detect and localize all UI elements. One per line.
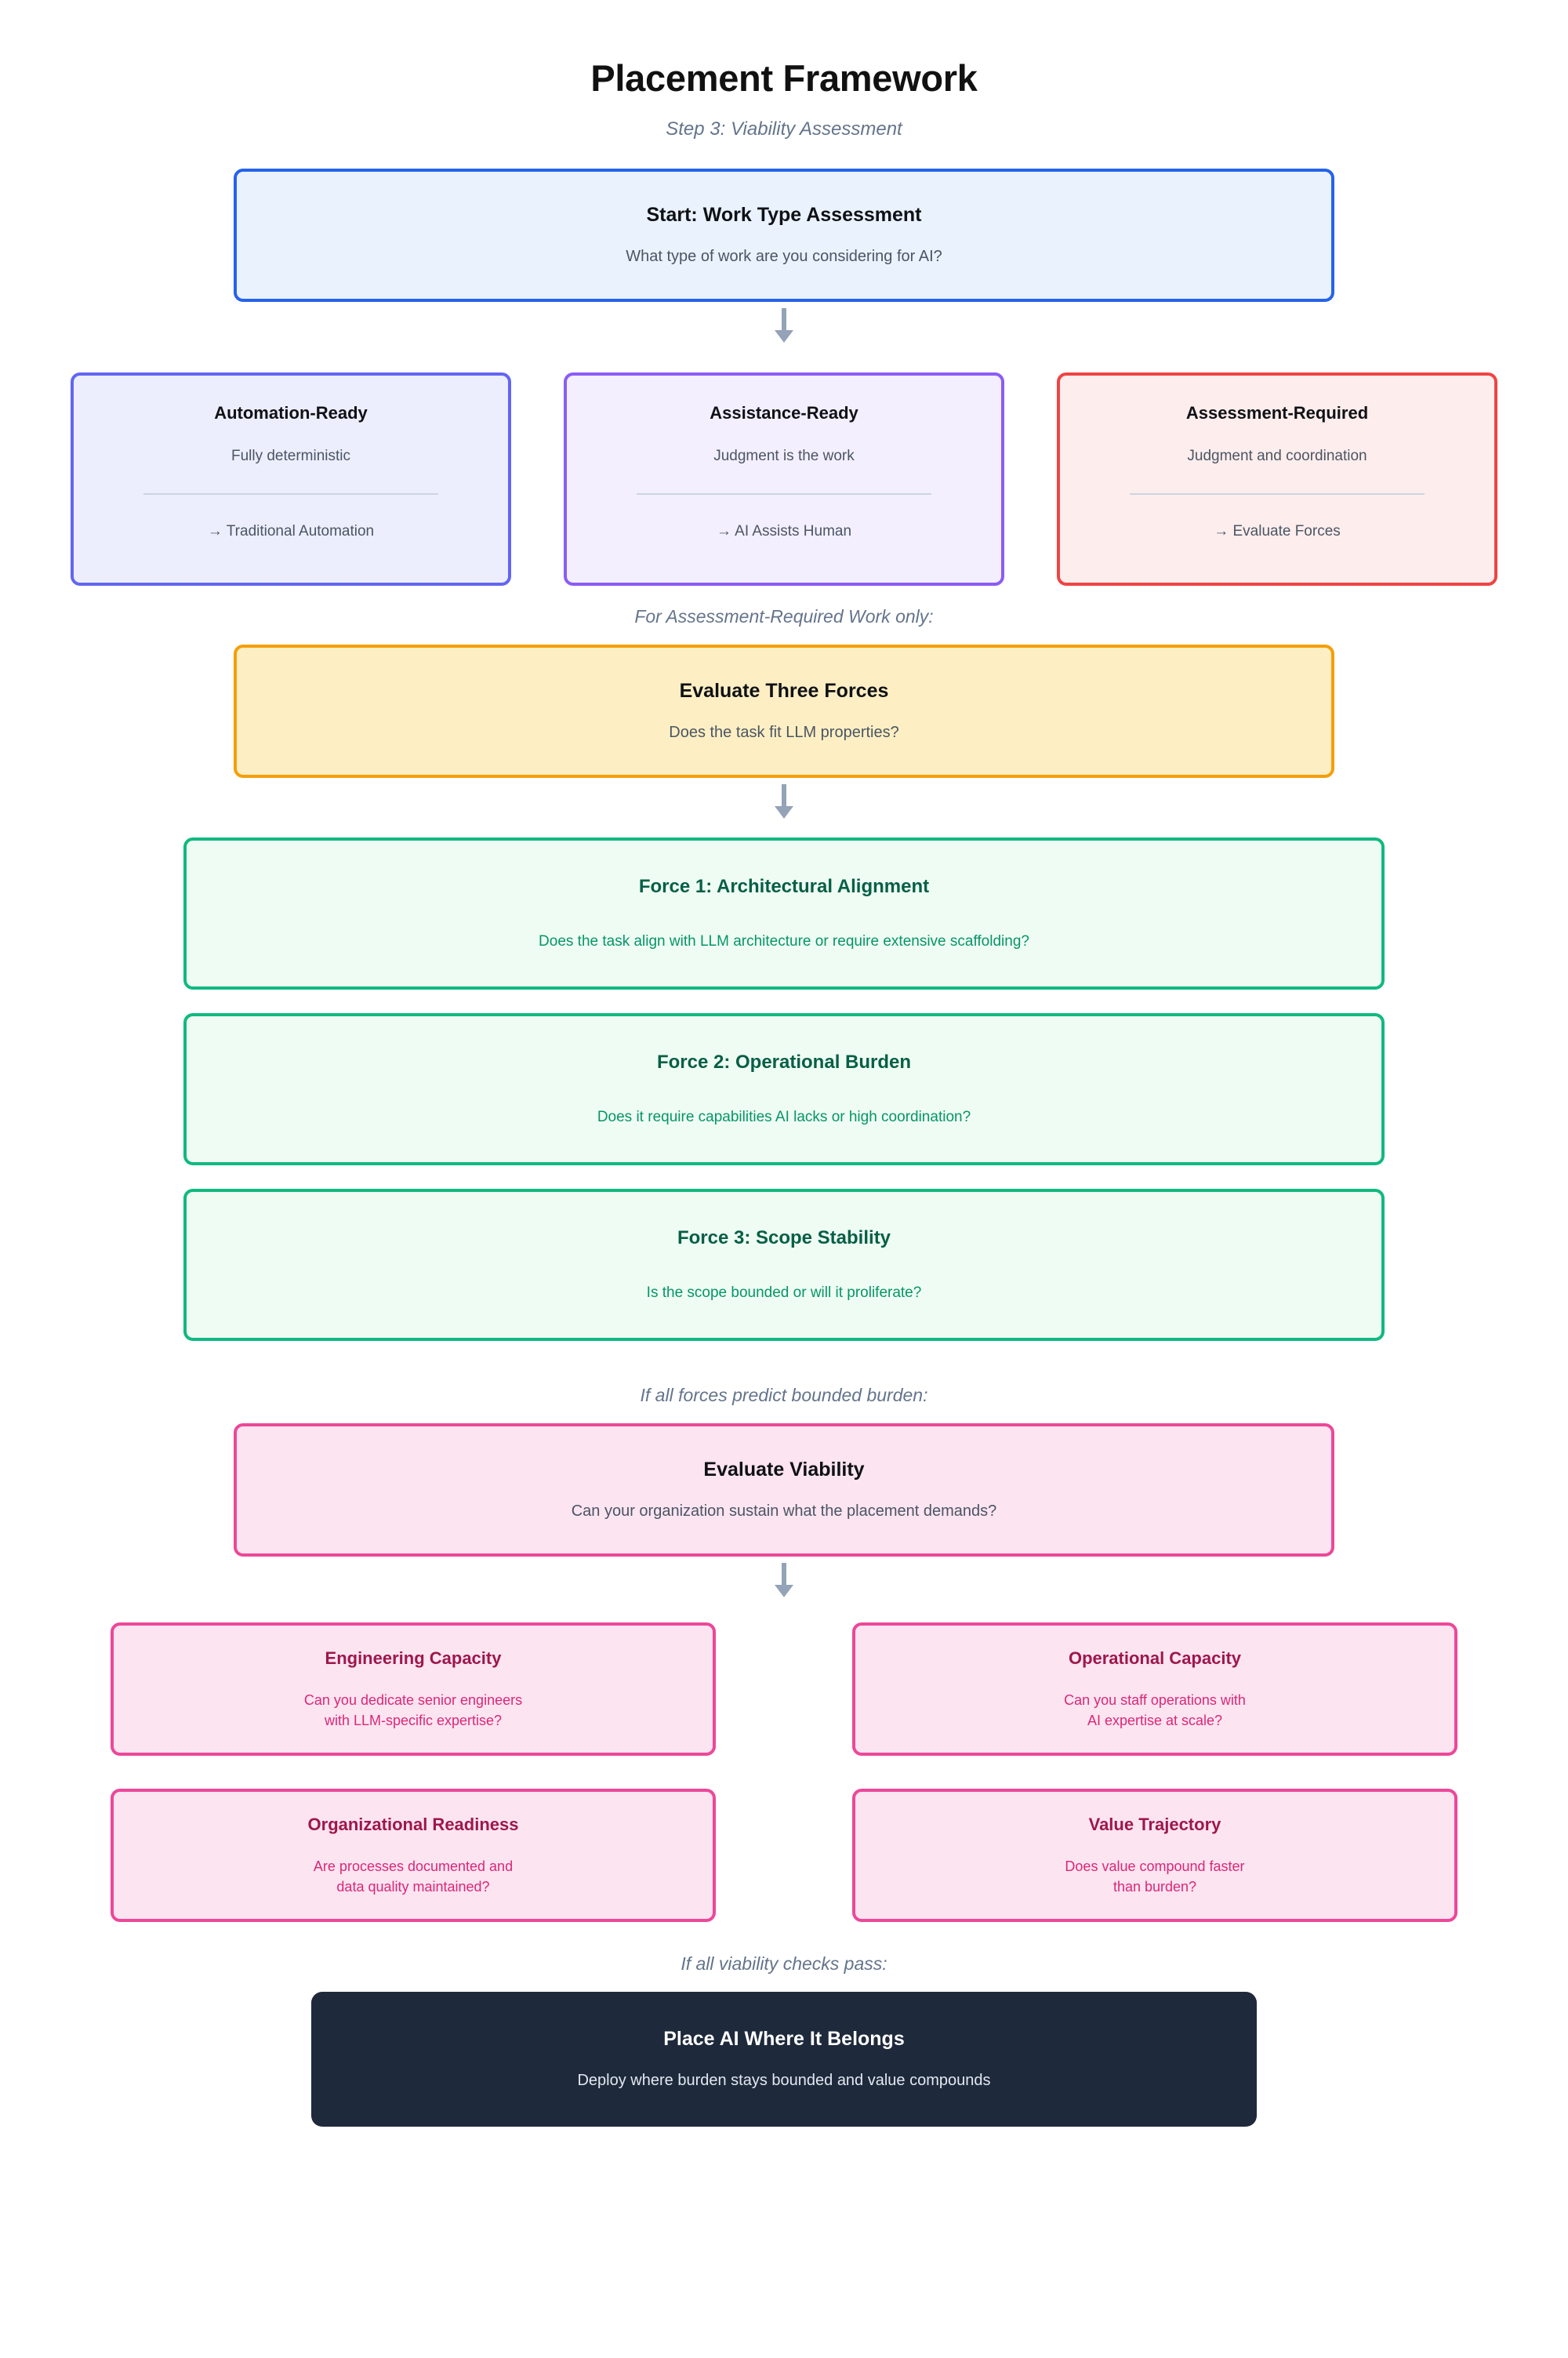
card-description: Can you dedicate senior engineers with L…: [304, 1690, 522, 1731]
node-description: Deploy where burden stays bounded and va…: [577, 2072, 991, 2090]
node-description: Is the scope bounded or will it prolifer…: [646, 1284, 922, 1302]
card-subtitle: Judgment is the work: [713, 447, 855, 464]
card-description: Are processes documented and data qualit…: [314, 1856, 513, 1897]
page-title: Placement Framework: [590, 57, 978, 99]
card-title: Engineering Capacity: [325, 1648, 502, 1669]
node-description: Can your organization sustain what the p…: [571, 1502, 997, 1521]
node-description: What type of work are you considering fo…: [626, 248, 942, 266]
node-start-work-type-assessment[interactable]: Start: Work Type Assessment What type of…: [234, 169, 1334, 302]
card-action: → Traditional Automation: [207, 522, 375, 540]
node-title: Force 1: Architectural Alignment: [638, 876, 930, 898]
card-title: Value Trajectory: [1088, 1815, 1221, 1835]
card-assessment-required[interactable]: Assessment-Required Judgment and coordin…: [1057, 372, 1497, 586]
node-title: Evaluate Three Forces: [679, 679, 889, 702]
card-title: Automation-Ready: [214, 403, 368, 423]
card-assistance-ready[interactable]: Assistance-Ready Judgment is the work → …: [564, 372, 1004, 586]
card-value-trajectory[interactable]: Value Trajectory Does value compound fas…: [852, 1789, 1457, 1922]
card-description: Can you staff operations with AI experti…: [1064, 1690, 1246, 1731]
node-title: Place AI Where It Belongs: [663, 2027, 905, 2050]
card-description-line2: AI expertise at scale?: [1087, 1712, 1223, 1728]
viability-grid: Engineering Capacity Can you dedicate se…: [111, 1622, 1457, 1922]
node-description: Does it require capabilities AI lacks or…: [597, 1109, 971, 1126]
caption-assessment-only: For Assessment-Required Work only:: [634, 606, 934, 627]
card-title: Assistance-Ready: [710, 403, 858, 423]
card-description-line2: with LLM-specific expertise?: [324, 1712, 503, 1728]
caption-checks-pass: If all viability checks pass:: [681, 1953, 887, 1974]
card-description-line1: Can you staff operations with: [1064, 1691, 1246, 1708]
node-place-ai-where-it-belongs[interactable]: Place AI Where It Belongs Deploy where b…: [311, 1992, 1257, 2127]
node-evaluate-viability[interactable]: Evaluate Viability Can your organization…: [234, 1423, 1334, 1557]
arrow-down-icon: [768, 308, 800, 344]
card-action: → Evaluate Forces: [1214, 522, 1341, 540]
node-title: Start: Work Type Assessment: [646, 203, 922, 226]
card-title: Organizational Readiness: [307, 1815, 519, 1835]
node-title: Evaluate Viability: [703, 1458, 865, 1481]
card-description-line2: than burden?: [1112, 1878, 1197, 1895]
card-action: → AI Assists Human: [716, 522, 852, 540]
card-description: Does value compound faster than burden?: [1065, 1856, 1244, 1897]
card-organizational-readiness[interactable]: Organizational Readiness Are processes d…: [111, 1789, 716, 1922]
node-force-1-architectural-alignment[interactable]: Force 1: Architectural Alignment Does th…: [183, 837, 1385, 990]
arrow-down-icon: [768, 1563, 800, 1599]
card-description-line1: Are processes documented and: [313, 1858, 514, 1874]
card-description-line1: Can you dedicate senior engineers: [303, 1691, 523, 1708]
card-divider: [637, 492, 931, 495]
card-description-line1: Does value compound faster: [1065, 1858, 1245, 1874]
card-subtitle: Fully deterministic: [230, 447, 351, 464]
branch-row: Automation-Ready Fully deterministic → T…: [71, 372, 1497, 586]
card-title: Assessment-Required: [1185, 403, 1369, 423]
node-title: Force 3: Scope Stability: [677, 1227, 891, 1249]
caption-bounded-burden: If all forces predict bounded burden:: [640, 1385, 928, 1405]
node-description: Does the task fit LLM properties?: [669, 724, 899, 742]
card-description-line2: data quality maintained?: [336, 1878, 490, 1895]
page-subtitle: Step 3: Viability Assessment: [666, 118, 902, 140]
card-operational-capacity[interactable]: Operational Capacity Can you staff opera…: [852, 1622, 1457, 1756]
node-evaluate-three-forces[interactable]: Evaluate Three Forces Does the task fit …: [234, 645, 1334, 778]
node-force-3-scope-stability[interactable]: Force 3: Scope Stability Is the scope bo…: [183, 1189, 1385, 1341]
card-divider: [143, 492, 438, 495]
node-title: Force 2: Operational Burden: [656, 1052, 912, 1074]
card-subtitle: Judgment and coordination: [1187, 447, 1367, 464]
card-title: Operational Capacity: [1068, 1648, 1242, 1669]
node-description: Does the task align with LLM architectur…: [539, 933, 1029, 950]
card-divider: [1130, 492, 1425, 495]
arrow-down-icon: [768, 784, 800, 820]
card-engineering-capacity[interactable]: Engineering Capacity Can you dedicate se…: [111, 1622, 716, 1756]
node-force-2-operational-burden[interactable]: Force 2: Operational Burden Does it requ…: [183, 1013, 1385, 1165]
card-automation-ready[interactable]: Automation-Ready Fully deterministic → T…: [71, 372, 511, 586]
